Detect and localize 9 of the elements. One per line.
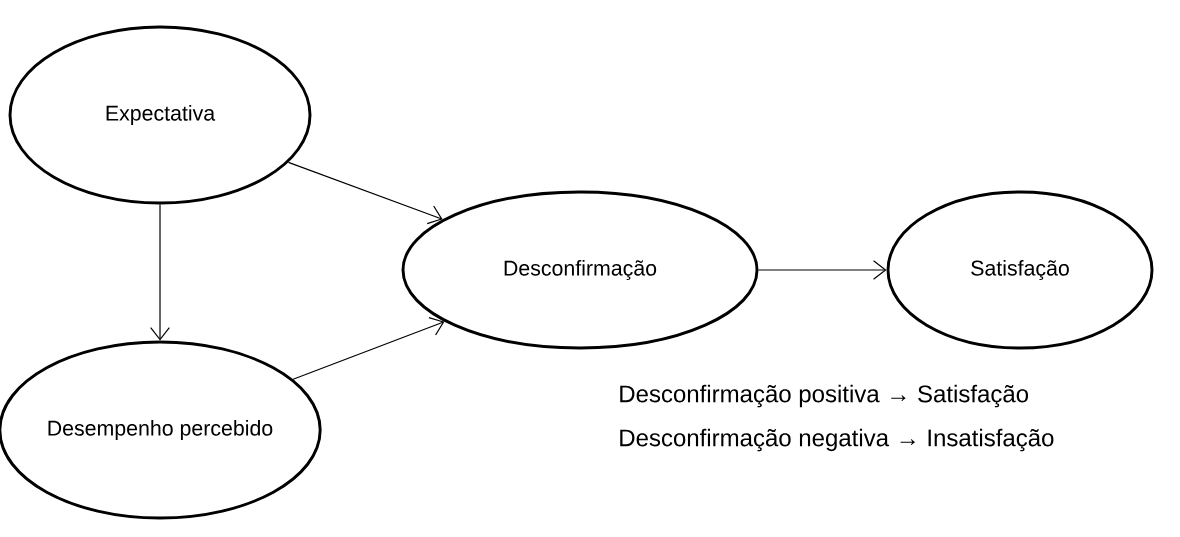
ellipse-node: Satisfação (886, 190, 1154, 350)
ellipse-node: Desconfirmação (401, 190, 759, 350)
note-text: Desconfirmação negativa → Insatisfação (620, 428, 1054, 452)
arrow (287, 161, 443, 225)
arrow (757, 260, 887, 280)
note-text: Desconfirmação positiva → Satisfação (620, 384, 1029, 408)
arrow (150, 203, 170, 341)
arrow (292, 316, 445, 380)
ellipse-node: Expectativa (8, 25, 312, 205)
